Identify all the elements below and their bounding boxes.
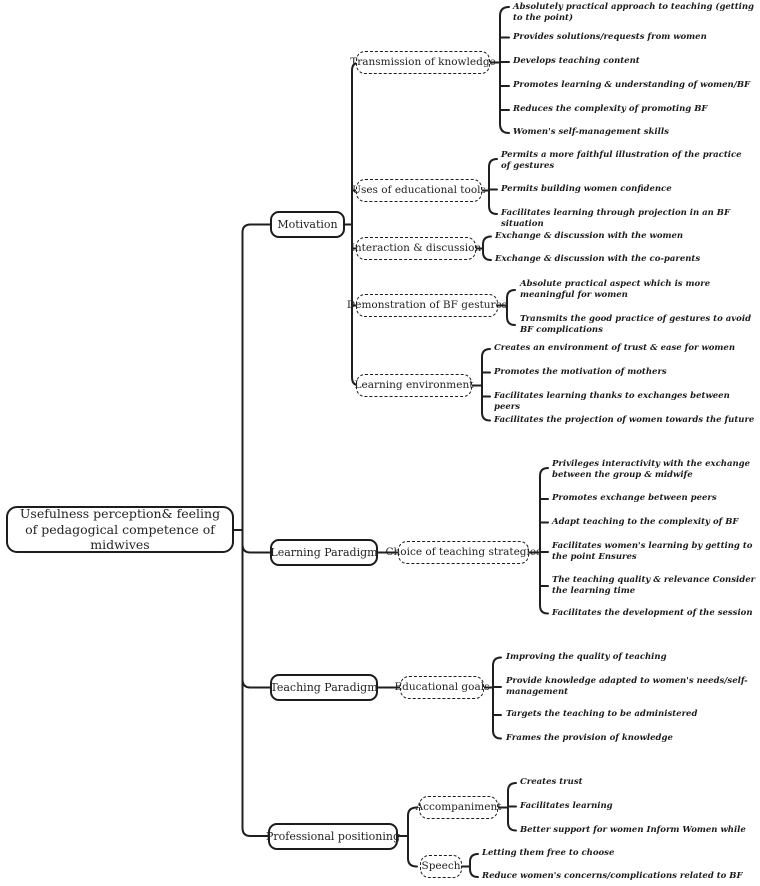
uses-tools-leafspine xyxy=(481,158,498,215)
leaf-item: Promotes the motivation of mothers xyxy=(494,367,667,377)
leaf-item: The teaching quality & relevance Conside… xyxy=(552,575,756,596)
leaf-item: Facilitates learning thanks to exchanges… xyxy=(494,391,730,412)
professional-children-spine xyxy=(407,806,418,868)
interaction-leafspine xyxy=(475,235,492,261)
leaf-item: Facilitates learning xyxy=(520,801,613,811)
leaf-item: Reduce women's concerns/complications re… xyxy=(482,871,743,881)
leaf-item: Frames the provision of knowledge xyxy=(506,733,673,743)
leaf-item: Women's self-management skills xyxy=(513,127,669,137)
node-professional-positioning: Professional positioning xyxy=(266,823,400,850)
node-demonstration-bf-gestures: Demonstration of BF gestures xyxy=(347,294,507,317)
leaf-item: Creates an environment of trust & ease f… xyxy=(494,343,736,353)
leaf-item: Promotes learning & understanding of wom… xyxy=(513,80,751,90)
leaf-item: Adapt teaching to the complexity of BF xyxy=(552,517,739,527)
node-speech: Speech xyxy=(420,855,462,878)
leaf-item: Facilitates learning through projection … xyxy=(501,208,731,229)
node-educational-goals: Educational goals xyxy=(395,676,489,699)
leaf-item: Facilitates the development of the sessi… xyxy=(552,608,753,618)
node-motivation: Motivation xyxy=(270,211,345,238)
leaf-item: Targets the teaching to be administered xyxy=(506,709,698,719)
node-transmission-of-knowledge: Transmission of knowledge xyxy=(350,51,496,74)
educational-goals-leafspine xyxy=(483,656,502,740)
leaf-item: Facilitates women's learning by getting … xyxy=(552,541,753,562)
node-accompaniment: Accompaniment xyxy=(416,796,501,819)
leaf-item: Promotes exchange between peers xyxy=(552,493,717,503)
speech-leafspine xyxy=(459,853,479,878)
leaf-item: Letting them free to choose xyxy=(482,848,615,858)
leaf-item: Provides solutions/requests from women xyxy=(513,32,707,42)
branch-teaching-paradigm-connector xyxy=(241,678,271,689)
branch-learning-paradigm-connector xyxy=(241,543,271,554)
node-teaching-paradigm: Teaching Paradigm xyxy=(270,674,378,701)
demonstration-leafspine xyxy=(497,289,516,326)
leaf-item: Absolute practical aspect which is more … xyxy=(520,279,711,300)
leaf-item: Absolutely practical approach to teachin… xyxy=(513,2,755,23)
accompaniment-leafspine xyxy=(497,782,517,832)
node-learning-environment: Learning environment xyxy=(355,374,473,397)
leaf-item: Transmits the good practice of gestures … xyxy=(520,314,752,335)
leaf-item: Permits a more faithful illustration of … xyxy=(501,150,742,171)
leaf-item: Provide knowledge adapted to women's nee… xyxy=(506,676,748,697)
node-uses-of-educational-tools: Uses of educational tools xyxy=(352,179,486,202)
leaf-item: Exchange & discussion with the co-parent… xyxy=(495,254,701,264)
leaf-item: Develops teaching content xyxy=(513,56,640,66)
leaf-item: Facilitates the projection of women towa… xyxy=(494,415,755,425)
choice-strategies-leafspine xyxy=(528,467,549,615)
node-learning-paradigm: Learning Paradigm xyxy=(270,539,378,566)
leaf-item: Creates trust xyxy=(520,777,583,787)
leaf-item: Better support for women Inform Women wh… xyxy=(520,825,746,835)
node-choice-of-teaching-strategies: Choice of teaching strategies xyxy=(386,541,542,564)
learning-env-leafspine xyxy=(471,348,491,422)
leaf-item: Permits building women confidence xyxy=(501,184,672,194)
root-node: Usefulness perception& feeling of pedago… xyxy=(6,506,234,553)
motivation-children-spine xyxy=(351,61,361,387)
leaf-item: Improving the quality of teaching xyxy=(506,652,667,662)
trunk-line xyxy=(241,223,271,837)
leaf-item: Privileges interactivity with the exchan… xyxy=(552,459,751,480)
node-interaction-discussion: Interaction & discussion xyxy=(351,237,481,260)
leaf-item: Exchange & discussion with the women xyxy=(495,231,684,241)
leaf-item: Reduces the complexity of promoting BF xyxy=(513,104,708,114)
transmission-leafspine xyxy=(489,6,510,134)
